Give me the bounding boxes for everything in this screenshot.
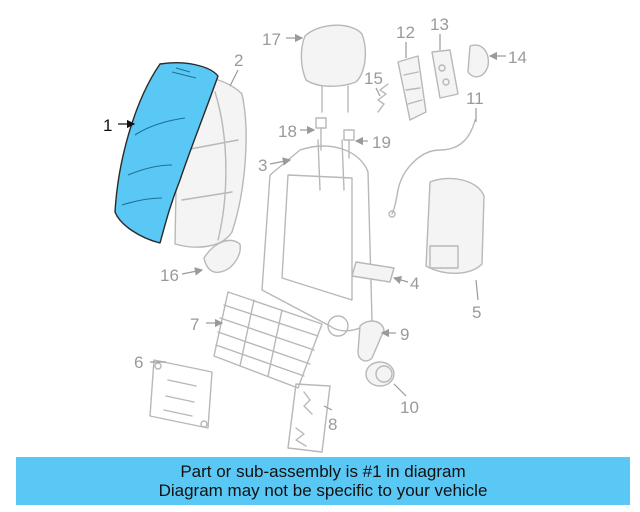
leader-3	[269, 157, 292, 166]
lumbar-pad-part[interactable]	[351, 261, 395, 283]
callout-1[interactable]: 1	[103, 116, 112, 135]
cable-11-part[interactable]	[391, 119, 476, 215]
seat-frame-part[interactable]	[261, 139, 373, 337]
callout-3[interactable]: 3	[258, 156, 267, 175]
recline-knob-part[interactable]	[365, 361, 395, 387]
callout-14[interactable]: 14	[508, 48, 527, 67]
callout-13[interactable]: 13	[430, 15, 449, 34]
leader-10	[393, 383, 407, 397]
callout-9[interactable]: 9	[400, 325, 409, 344]
springs-8-part[interactable]	[287, 383, 331, 453]
knob-cover-14-part[interactable]	[467, 44, 489, 78]
seat-back-pad-part[interactable]	[114, 62, 219, 244]
side-trim-12-part[interactable]	[397, 55, 427, 121]
headrest-part[interactable]	[300, 24, 367, 113]
callout-11[interactable]: 11	[466, 89, 484, 108]
callout-2[interactable]: 2	[234, 51, 243, 70]
callout-4[interactable]: 4	[410, 274, 419, 293]
callout-18[interactable]: 18	[278, 122, 297, 141]
leader-8	[323, 405, 333, 411]
callout-12[interactable]: 12	[396, 23, 415, 42]
cable-end-icon	[388, 210, 396, 218]
leader-4	[392, 275, 409, 285]
headrest-guide-18-part[interactable]	[315, 117, 327, 151]
spring-15-part[interactable]	[377, 83, 389, 113]
callout-16[interactable]: 16	[160, 266, 179, 285]
callout-19[interactable]: 19	[372, 133, 391, 152]
callout-10[interactable]: 10	[400, 398, 419, 417]
leader-5	[475, 279, 479, 301]
headrest-guide-19-part[interactable]	[343, 129, 355, 159]
leader-2	[229, 69, 239, 87]
spring-grid-part[interactable]	[213, 291, 323, 389]
leader-16	[181, 267, 204, 276]
back-panel-part[interactable]	[425, 177, 485, 274]
recline-lever-part[interactable]	[357, 320, 385, 362]
switch-panel-13-part[interactable]	[431, 49, 459, 99]
notice-line-2: Diagram may not be specific to your vehi…	[158, 481, 488, 500]
bracket-16-part[interactable]	[203, 239, 241, 274]
callout-7[interactable]: 7	[190, 315, 199, 334]
callout-17[interactable]: 17	[262, 30, 281, 49]
callout-15[interactable]: 15	[364, 69, 383, 88]
diagram-notice-banner: Part or sub-assembly is #1 in diagram Di…	[16, 457, 630, 505]
callout-8[interactable]: 8	[328, 415, 337, 434]
recliner-bracket-part[interactable]	[149, 359, 213, 429]
notice-line-1: Part or sub-assembly is #1 in diagram	[180, 462, 466, 481]
leader-15	[375, 87, 381, 97]
seat-parts-diagram: 1 2 3 4 5 6 7 8 9 10 11 12 13 14 15 16 1…	[103, 15, 527, 453]
callout-6[interactable]: 6	[134, 353, 143, 372]
callout-5[interactable]: 5	[472, 303, 481, 322]
